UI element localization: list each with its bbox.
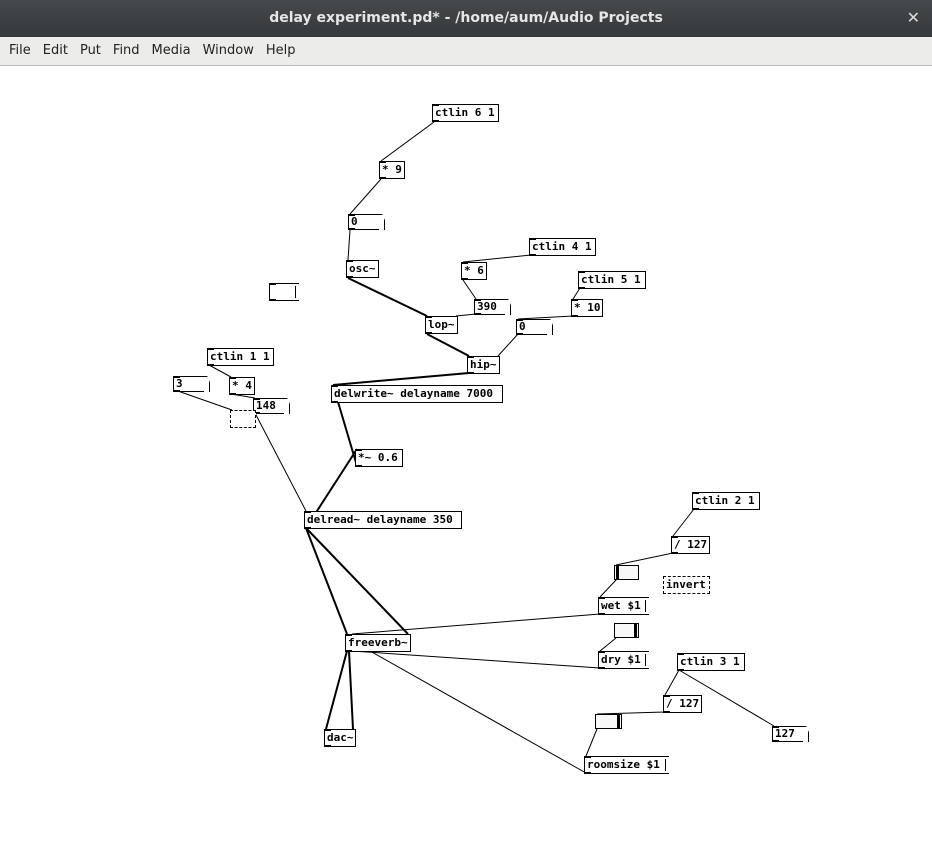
message-text: roomsize $1	[587, 758, 660, 771]
number-value: 0	[519, 320, 526, 333]
roomsize-slider[interactable]	[595, 714, 622, 729]
delwrite-object[interactable]: delwrite~ delayname 7000	[331, 385, 503, 403]
number-value: 3	[176, 377, 183, 390]
slider-knob[interactable]	[617, 715, 620, 728]
close-icon[interactable]: ✕	[906, 8, 920, 27]
divide-127-object-2[interactable]: / 127	[663, 695, 702, 713]
menu-find[interactable]: Find	[112, 43, 140, 58]
multiply-6-object[interactable]: * 6	[461, 262, 487, 280]
message-text: dry $1	[601, 653, 641, 666]
menu-file[interactable]: File	[9, 43, 31, 58]
ctlin-5-object[interactable]: ctlin 5 1	[578, 271, 646, 289]
lop-freq-number-box[interactable]: 390	[474, 299, 511, 315]
wet-slider[interactable]	[614, 565, 639, 580]
empty-object-box[interactable]	[230, 410, 256, 428]
patch-connections	[174, 121, 775, 774]
multiply-10-object[interactable]: * 10	[571, 299, 603, 317]
delread-object[interactable]: delread~ delayname 350	[304, 511, 462, 529]
roomsize-message[interactable]: roomsize $1	[584, 756, 669, 774]
ctlin-1-object[interactable]: ctlin 1 1	[207, 348, 274, 366]
message-text: wet $1	[601, 599, 641, 612]
divide-127-object[interactable]: / 127	[671, 536, 710, 554]
osc-freq-number-box[interactable]: 0	[348, 214, 385, 230]
slider-knob[interactable]	[634, 624, 637, 637]
multiply-4-object[interactable]: * 4	[229, 377, 255, 395]
menu-edit[interactable]: Edit	[42, 43, 68, 58]
delay-time-number-box[interactable]: 148	[253, 398, 290, 414]
menu-put[interactable]: Put	[79, 43, 101, 58]
number-value: 0	[351, 215, 358, 228]
menu-window[interactable]: Window	[202, 43, 254, 58]
window-title: delay experiment.pd* - /home/aum/Audio P…	[269, 10, 663, 26]
menu-bar: File Edit Put Find Media Window Help	[0, 37, 932, 66]
lop-object[interactable]: lop~	[425, 316, 458, 334]
osc-object[interactable]: osc~	[346, 260, 379, 278]
menu-media[interactable]: Media	[151, 43, 191, 58]
number-value: 390	[477, 300, 497, 313]
menu-help[interactable]: Help	[265, 43, 296, 58]
ctlin-6-object[interactable]: ctlin 6 1	[432, 104, 499, 122]
hip-object[interactable]: hip~	[467, 356, 500, 374]
multiply-9-object[interactable]: * 9	[379, 161, 405, 179]
dry-slider[interactable]	[614, 623, 639, 638]
number-value: 148	[256, 399, 276, 412]
ctlin-3-object[interactable]: ctlin 3 1	[677, 653, 745, 671]
ctlin-2-object[interactable]: ctlin 2 1	[692, 492, 760, 510]
number-value: 127	[775, 727, 795, 740]
number-box-3[interactable]: 3	[173, 376, 210, 392]
dry-message[interactable]: dry $1	[598, 651, 649, 669]
ctlin-4-object[interactable]: ctlin 4 1	[529, 238, 596, 256]
multiply-signal-object[interactable]: *~ 0.6	[355, 449, 403, 467]
invert-comment: invert	[663, 576, 710, 594]
freeverb-object[interactable]: freeverb~	[345, 634, 411, 652]
hip-freq-number-box[interactable]: 0	[516, 319, 553, 335]
wet-message[interactable]: wet $1	[598, 597, 649, 615]
title-bar: delay experiment.pd* - /home/aum/Audio P…	[0, 0, 932, 37]
number-box-127[interactable]: 127	[772, 726, 809, 742]
slider-knob[interactable]	[616, 566, 619, 579]
dac-object[interactable]: dac~	[324, 729, 356, 747]
patch-canvas[interactable]	[0, 66, 932, 867]
empty-message-box[interactable]	[269, 283, 299, 301]
